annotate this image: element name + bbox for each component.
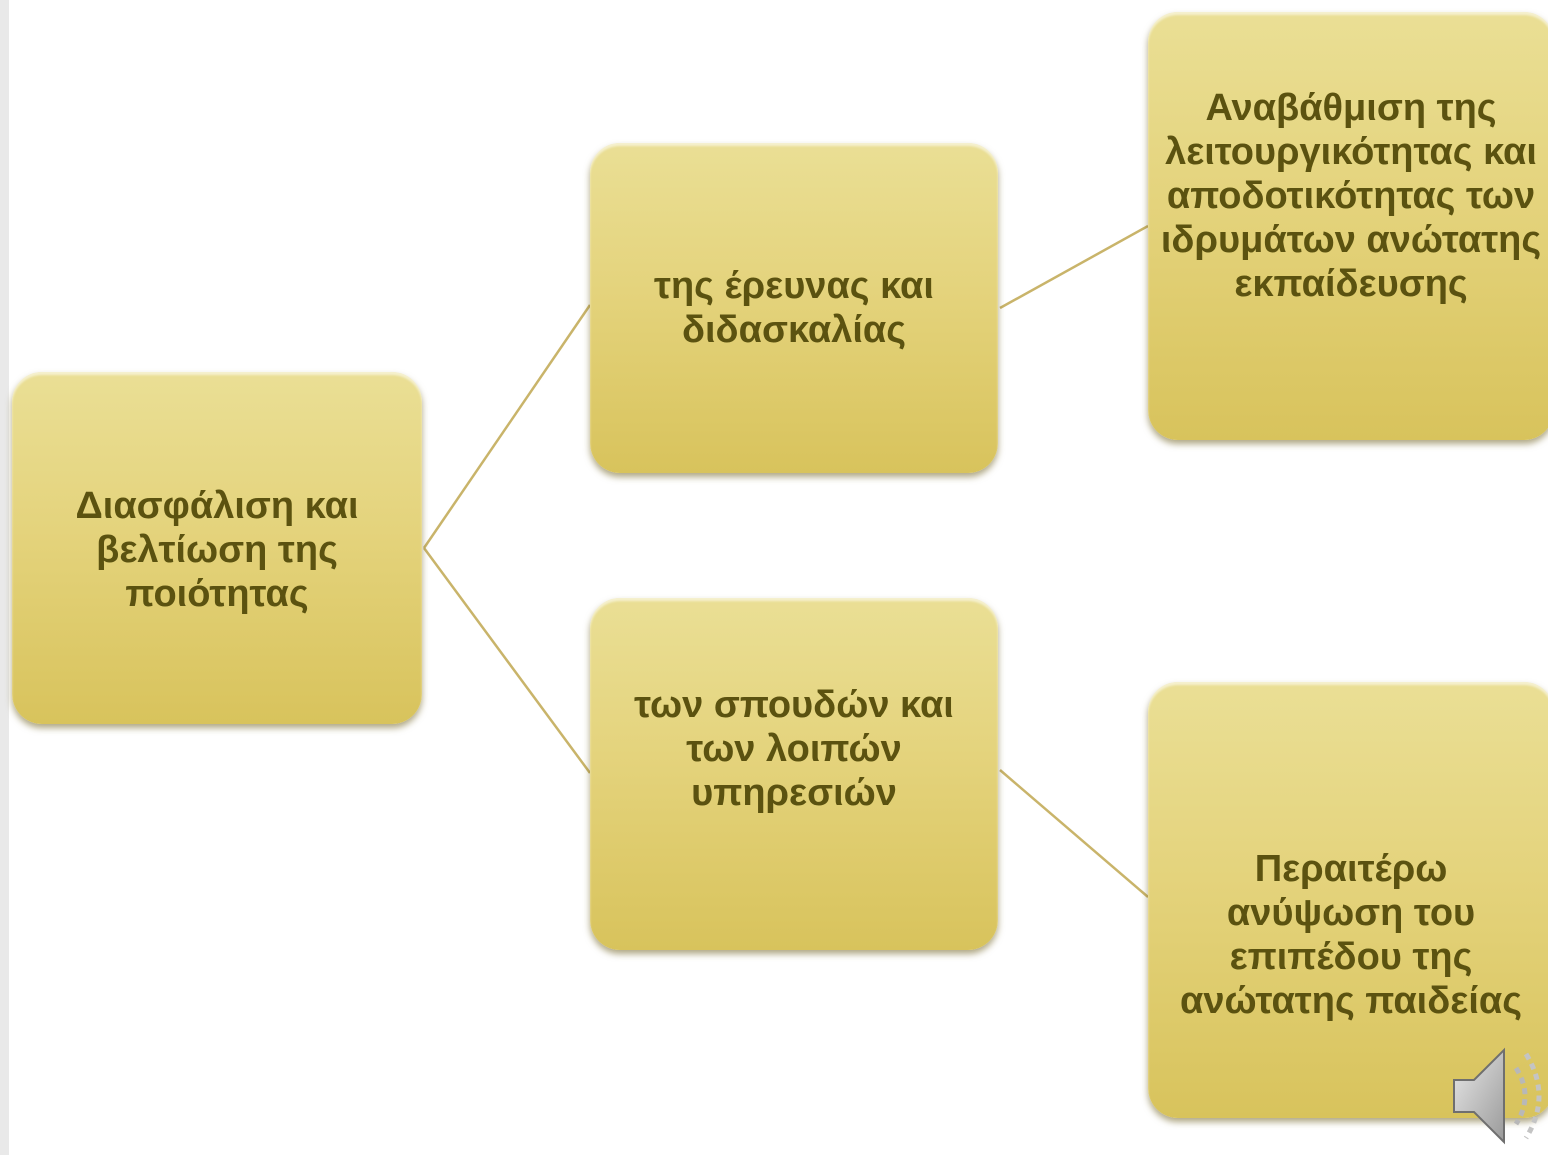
root-node: Διασφάλιση και βελτίωση της ποιότητας xyxy=(12,372,422,724)
studies-branch-node: των σπουδών και των λοιπών υπηρεσιών xyxy=(590,598,998,950)
studies-branch-label: των σπουδών και των λοιπών υπηρεσιών xyxy=(634,684,954,814)
upgrade-outcome-node: Αναβάθμιση της λειτουργικότητας και αποδ… xyxy=(1148,12,1548,440)
upgrade-outcome-label: Αναβάθμιση της λειτουργικότητας και αποδ… xyxy=(1160,87,1542,305)
research-branch-node: της έρευνας και διδασκαλίας xyxy=(590,143,998,473)
connector-studies-to-elevation xyxy=(999,769,1149,898)
slide-edge xyxy=(0,0,9,1155)
elevation-outcome-node: Περαιτέρω ανύψωση του επιπέδου της ανώτα… xyxy=(1148,682,1548,1118)
speaker-icon[interactable] xyxy=(1450,1040,1548,1155)
research-branch-label: της έρευνας και διδασκαλίας xyxy=(654,265,934,351)
connector-research-to-upgrade xyxy=(999,224,1149,310)
elevation-outcome-label: Περαιτέρω ανύψωση του επιπέδου της ανώτα… xyxy=(1180,848,1522,1022)
root-node-label: Διασφάλιση και βελτίωση της ποιότητας xyxy=(75,485,359,615)
connector-root-to-studies xyxy=(422,547,592,774)
connector-root-to-research xyxy=(422,304,592,549)
